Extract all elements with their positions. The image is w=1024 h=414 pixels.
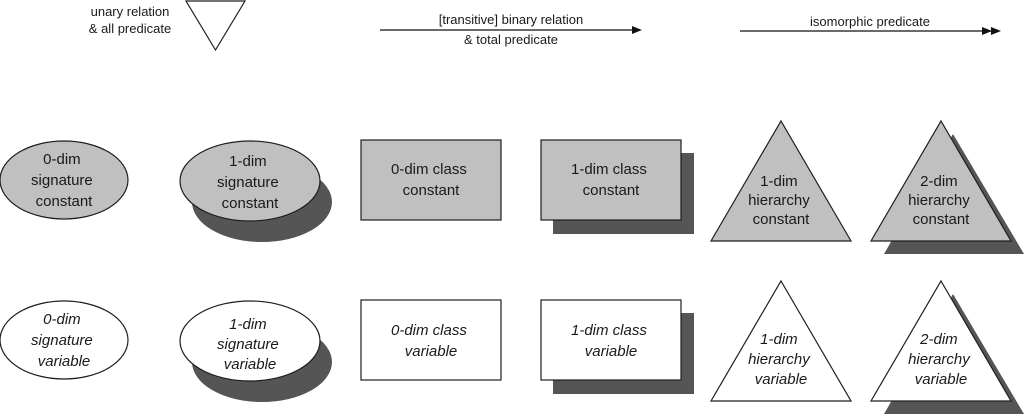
ellipse-shape bbox=[179, 140, 321, 222]
hier2-constant: 2-dim hierarchy constant bbox=[869, 119, 1024, 254]
single-arrowhead-icon bbox=[632, 26, 642, 34]
rect-shape bbox=[360, 139, 502, 221]
sig0-constant: 0-dim signature constant bbox=[0, 140, 129, 220]
ellipse-shape bbox=[0, 140, 129, 220]
sig1-constant: 1-dim signature constant bbox=[179, 140, 332, 242]
sig0-variable: 0-dim signature variable bbox=[0, 300, 129, 380]
legend-unary: unary relation & all predicate bbox=[89, 0, 247, 52]
legend-unary-line1: unary relation bbox=[91, 4, 170, 19]
down-triangle-icon bbox=[184, 0, 247, 52]
legend-binary-line2: & total predicate bbox=[464, 32, 558, 47]
triangle-shape bbox=[709, 279, 853, 402]
triangle-shape bbox=[709, 119, 853, 242]
double-arrowhead-icon-1 bbox=[982, 27, 992, 35]
hier1-variable: 1-dim hierarchy variable bbox=[709, 279, 853, 402]
rect-shape bbox=[360, 299, 502, 381]
sig1-variable: 1-dim signature variable bbox=[179, 300, 332, 402]
shape-label: 1-dim class variable bbox=[571, 322, 651, 360]
shape-label: 2-dim hierarchy variable bbox=[908, 331, 974, 388]
shape-label: 1-dim hierarchy constant bbox=[748, 173, 814, 228]
shape-label: 1-dim signature variable bbox=[217, 316, 283, 373]
legend-binary-line1: [transitive] binary relation bbox=[439, 12, 584, 27]
legend-unary-line2: & all predicate bbox=[89, 21, 171, 36]
shape-label: 1-dim class constant bbox=[571, 161, 651, 199]
ellipse-shape bbox=[0, 300, 129, 380]
double-arrowhead-icon-2 bbox=[991, 27, 1001, 35]
class0-constant: 0-dim class constant bbox=[360, 139, 502, 221]
legend-binary: [transitive] binary relation & total pre… bbox=[380, 12, 642, 47]
rect-shape bbox=[540, 299, 682, 381]
shape-label: 0-dim signature variable bbox=[31, 311, 97, 370]
shape-label: 1-dim signature constant bbox=[217, 153, 283, 212]
shape-label: 2-dim hierarchy constant bbox=[908, 173, 974, 228]
shape-label: 0-dim class variable bbox=[391, 322, 471, 360]
ellipse-shape bbox=[179, 300, 321, 382]
legend-iso-line1: isomorphic predicate bbox=[810, 14, 930, 29]
shape-label: 0-dim signature constant bbox=[31, 151, 97, 210]
class0-variable: 0-dim class variable bbox=[360, 299, 502, 381]
shape-label: 1-dim hierarchy variable bbox=[748, 331, 814, 388]
shape-label: 0-dim class constant bbox=[391, 161, 471, 199]
hier2-variable: 2-dim hierarchy variable bbox=[869, 279, 1024, 414]
rect-shape bbox=[540, 139, 682, 221]
hier1-constant: 1-dim hierarchy constant bbox=[709, 119, 853, 242]
class1-constant: 1-dim class constant bbox=[540, 139, 694, 234]
triangle-shape bbox=[869, 279, 1013, 402]
legend-isomorphic: isomorphic predicate bbox=[740, 14, 1001, 35]
triangle-shape bbox=[869, 119, 1013, 242]
class1-variable: 1-dim class variable bbox=[540, 299, 694, 394]
